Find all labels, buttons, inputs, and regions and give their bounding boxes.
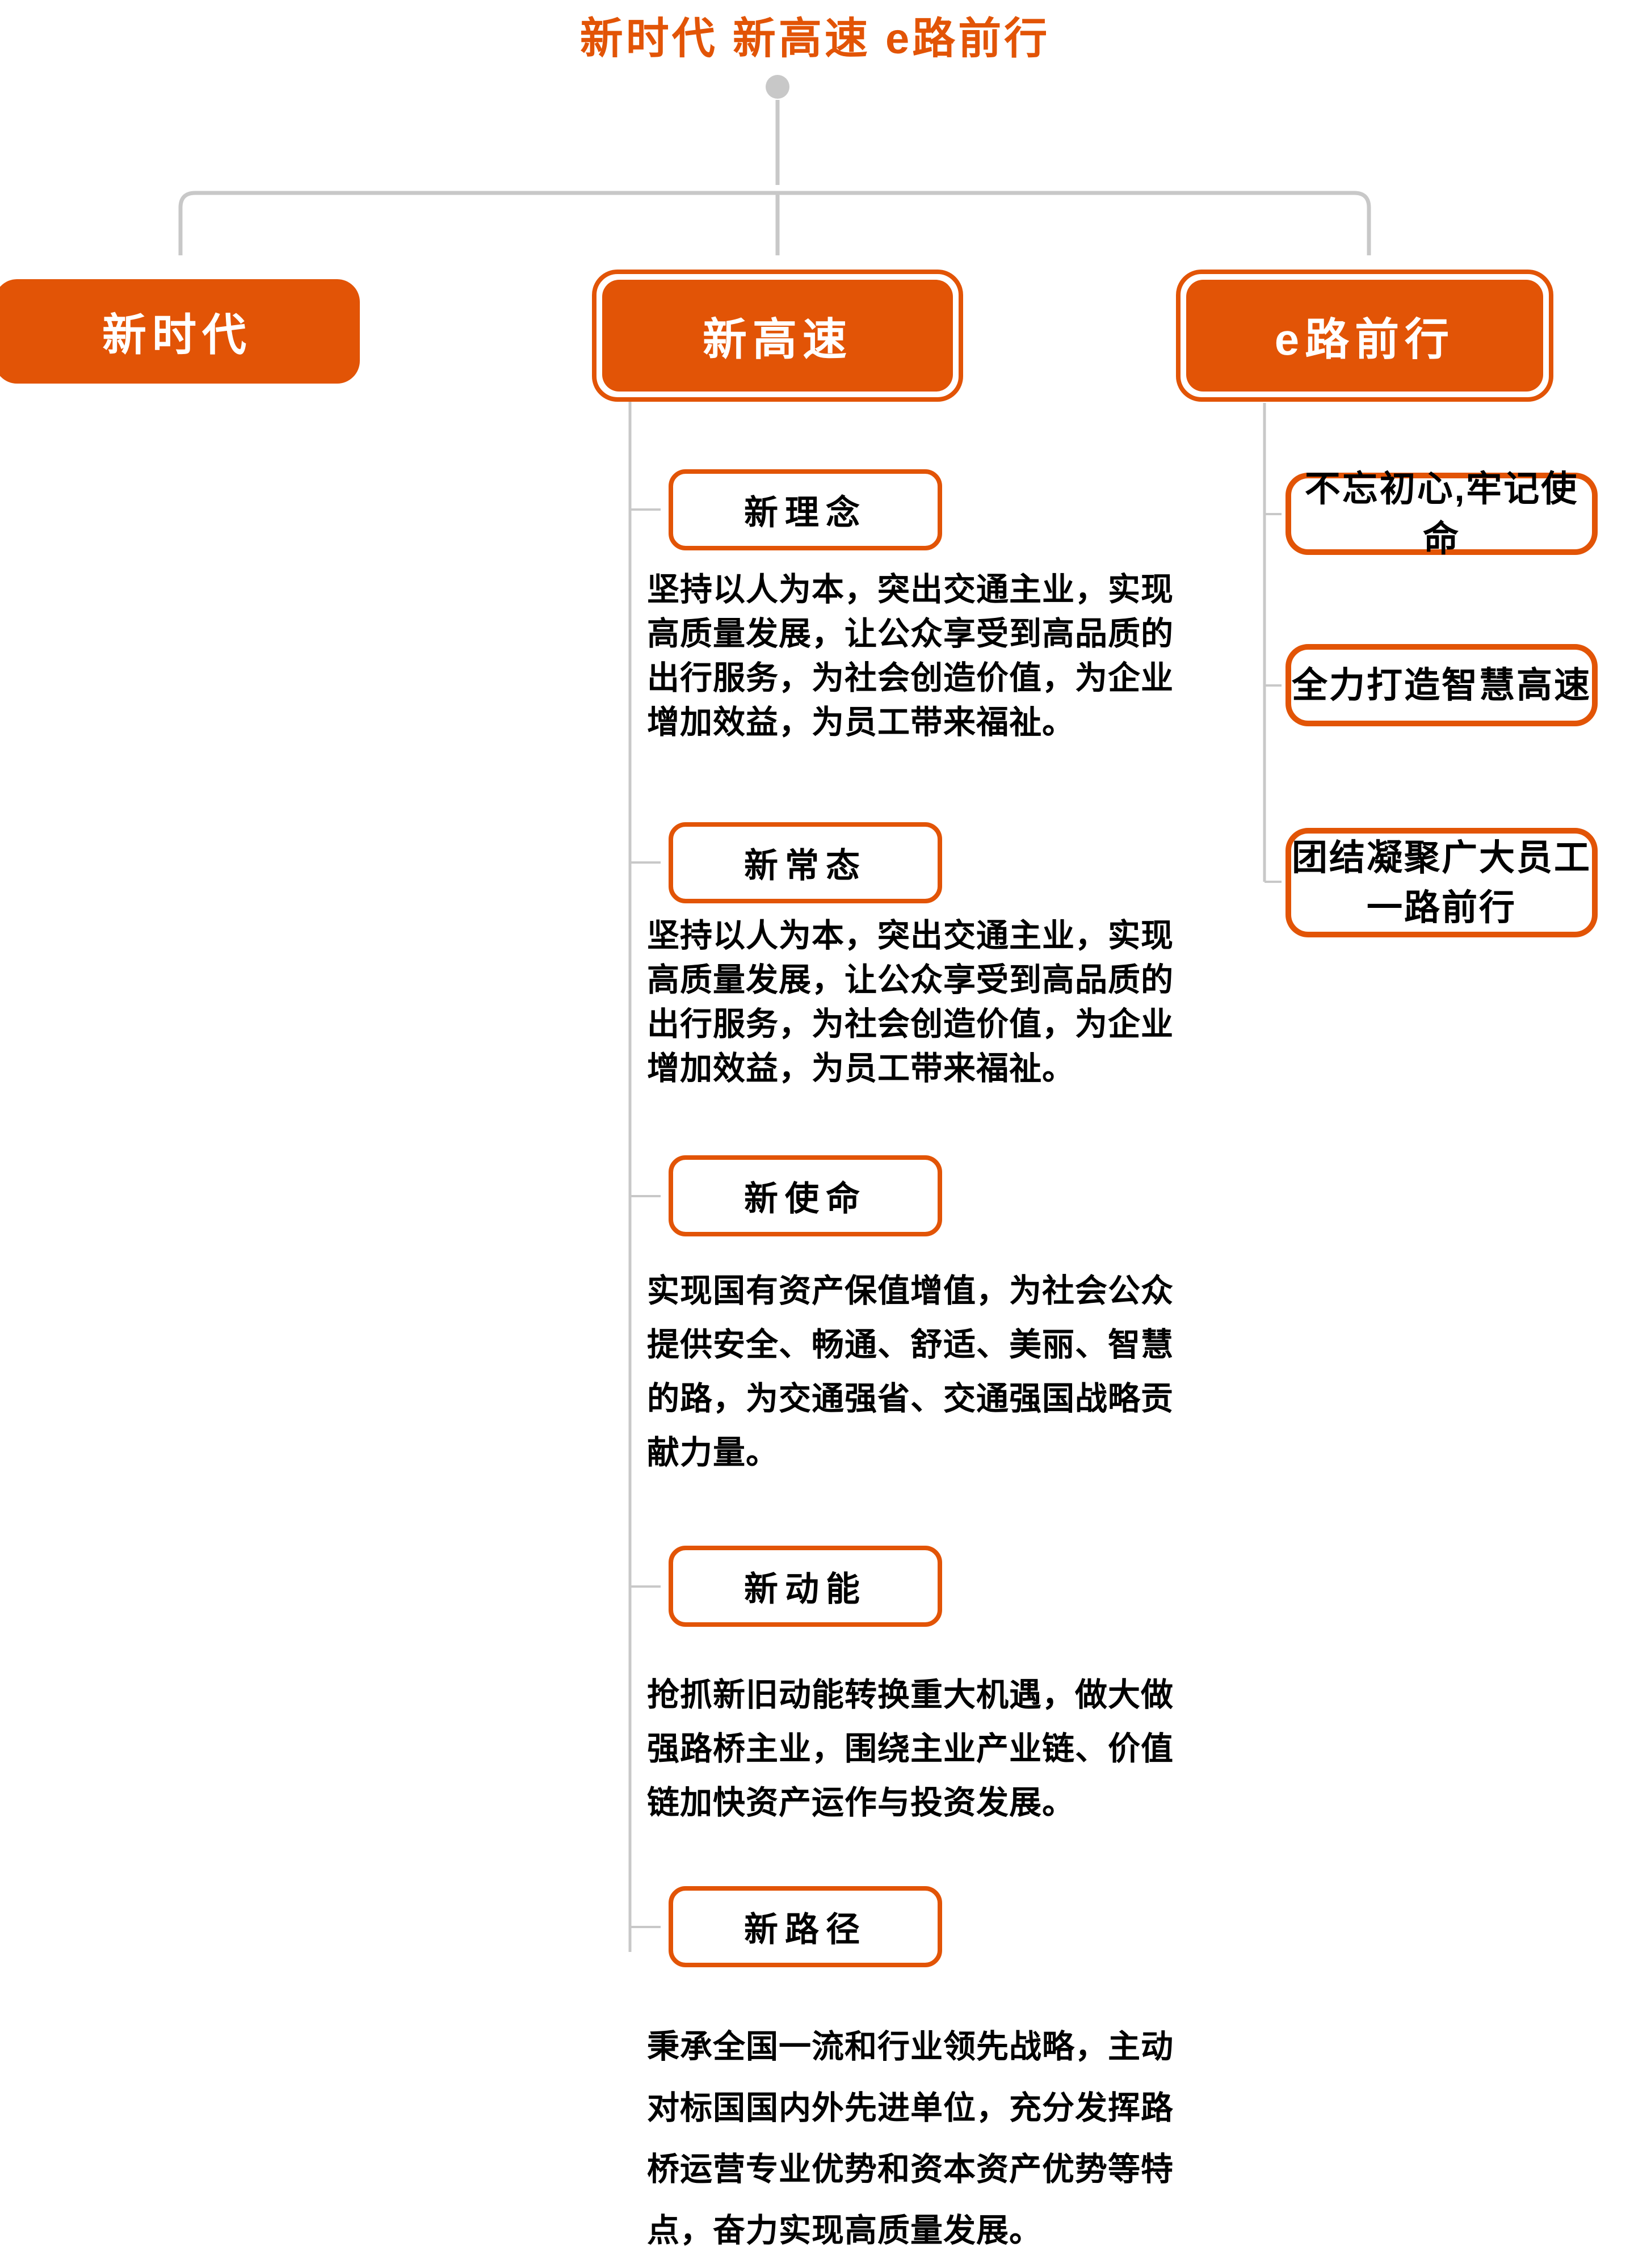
root-bullet-circle — [766, 75, 789, 99]
node-label: 新时代 — [102, 310, 252, 360]
subtopic-description-xinlujing: 秉承全国一流和行业领先战略，主动 对标国国内外先进单位，充分发挥路 桥运营专业优… — [647, 2029, 1174, 2249]
node-label: e路前行 — [1274, 314, 1455, 364]
node-eluqianxing: e路前行 — [1176, 270, 1553, 402]
subtopic-label: 新路径 — [744, 1911, 867, 1949]
subtopic-box-xinshiming: 新使命 — [669, 1155, 942, 1236]
slogan-label: 不忘初心,牢记使命 — [1304, 469, 1579, 559]
subtopic-box-xindongneng: 新动能 — [669, 1546, 942, 1627]
slogan-label: 全力打造智慧高速 — [1292, 665, 1591, 705]
slogan-box-tuanjieningju: 团结凝聚广大员工 一路前行 — [1285, 828, 1598, 937]
subtopic-box-xinchangtai: 新常态 — [669, 822, 942, 903]
subtopic-description-xindongneng: 抢抓新旧动能转换重大机遇，做大做 强路桥主业，围绕主业产业链、价值 链加快资产运… — [647, 1677, 1174, 1821]
subtopic-box-xinlinian: 新理念 — [669, 469, 942, 550]
subtopic-label: 新使命 — [744, 1180, 867, 1218]
slogan-label: 团结凝聚广大员工 一路前行 — [1292, 838, 1591, 928]
subtopic-description-xinshiming: 实现国有资产保值增值，为社会公众 提供安全、畅通、舒适、美丽、智慧 的路，为交通… — [647, 1273, 1174, 1471]
node-label: 新高速 — [702, 314, 852, 364]
node-xinshidai: 新时代 — [0, 279, 360, 384]
subtopic-label: 新常态 — [744, 847, 867, 885]
slogan-box-buwangchuxin: 不忘初心,牢记使命 — [1285, 469, 1598, 559]
node-inner-panel: 新高速 — [602, 280, 953, 392]
slogan-box-zhihuigaosu: 全力打造智慧高速 — [1285, 644, 1598, 726]
node-xingaosu: 新高速 — [592, 270, 963, 402]
subtopic-label: 新理念 — [744, 494, 867, 532]
subtopic-description-xinchangtai: 坚持以人为本，突出交通主业，实现 高质量发展，让公众享受到高品质的 出行服务，为… — [647, 918, 1174, 1087]
node-inner-panel: e路前行 — [1186, 280, 1543, 392]
diagram-title: 新时代 新高速 e路前行 — [579, 15, 1051, 63]
subtopic-description-xinlinian: 坚持以人为本，突出交通主业，实现 高质量发展，让公众享受到高品质的 出行服务，为… — [647, 571, 1174, 740]
subtopic-label: 新动能 — [744, 1570, 867, 1608]
subtopic-box-xinlujing: 新路径 — [669, 1886, 942, 1967]
